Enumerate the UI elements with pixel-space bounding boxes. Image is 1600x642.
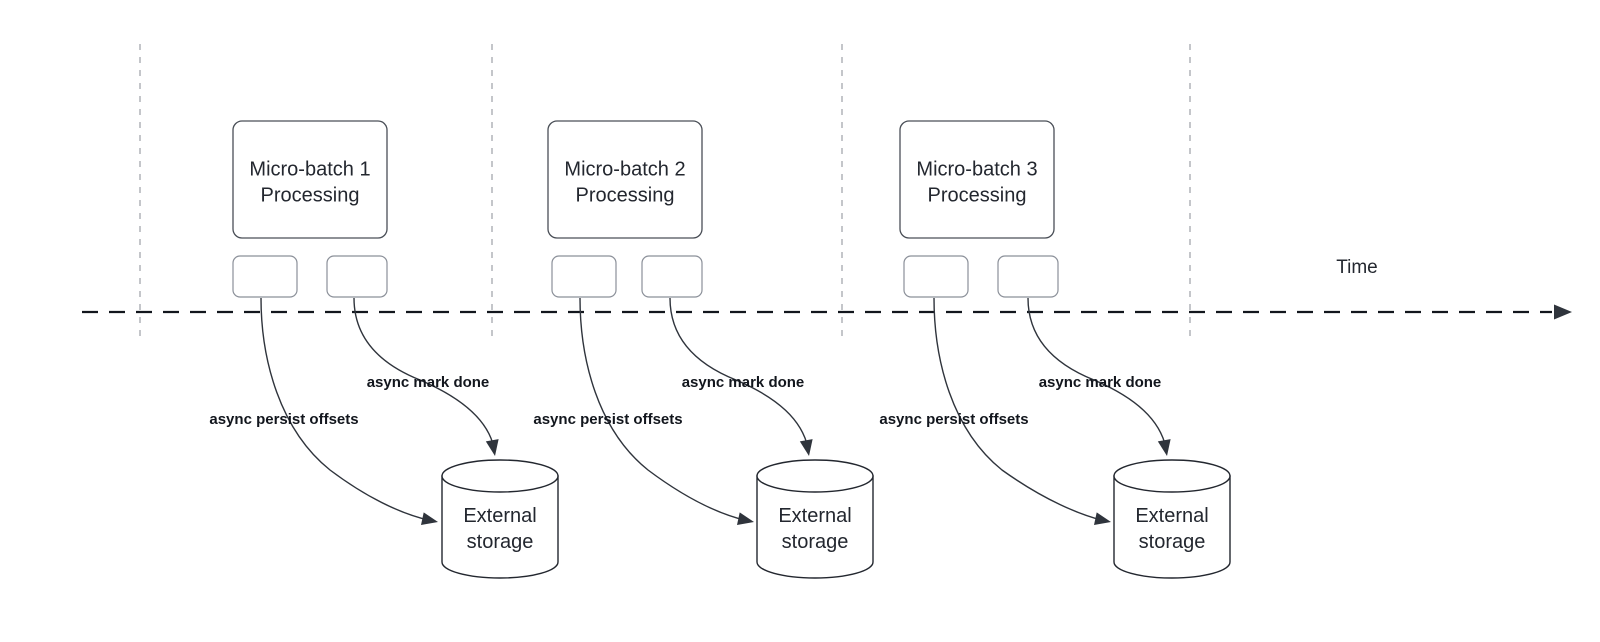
async-mark-done-label: async mark done bbox=[367, 374, 490, 391]
micro-batch-processing-box[interactable] bbox=[232, 120, 388, 239]
done-marker-box[interactable] bbox=[326, 255, 388, 298]
external-storage-label-line1: External bbox=[778, 505, 851, 527]
async-persist-offsets-label: async persist offsets bbox=[209, 411, 358, 428]
async-mark-done-edge bbox=[1027, 297, 1167, 449]
micro-batch-processing-box[interactable] bbox=[547, 120, 703, 239]
micro-batch-label-line2: Processing bbox=[928, 185, 1027, 207]
async-mark-done-arrowhead bbox=[1157, 439, 1171, 456]
timeline-layer bbox=[82, 304, 1572, 320]
nodes-layer bbox=[232, 120, 1231, 579]
offset-marker-box[interactable] bbox=[232, 255, 298, 298]
async-mark-done-label: async mark done bbox=[682, 374, 805, 391]
offset-marker-box[interactable] bbox=[903, 255, 969, 298]
async-persist-offsets-label: async persist offsets bbox=[533, 411, 682, 428]
async-mark-done-arrowhead bbox=[799, 439, 813, 456]
async-mark-done-edge bbox=[669, 297, 809, 449]
external-storage-label-line1: External bbox=[463, 505, 536, 527]
external-storage-label-line2: storage bbox=[782, 531, 849, 553]
external-storage-label-line2: storage bbox=[467, 531, 534, 553]
external-storage-cylinder[interactable] bbox=[441, 459, 559, 579]
micro-batch-label-line1: Micro-batch 2 bbox=[564, 159, 685, 181]
edges-layer bbox=[260, 297, 1171, 526]
time-axis-arrowhead bbox=[1554, 304, 1572, 320]
offset-marker-box[interactable] bbox=[551, 255, 617, 298]
micro-batch-processing-box[interactable] bbox=[899, 120, 1055, 239]
async-persist-offsets-arrowhead bbox=[1093, 512, 1111, 526]
external-storage-cylinder[interactable] bbox=[1113, 459, 1231, 579]
async-persist-offsets-edge bbox=[579, 297, 749, 522]
async-mark-done-label: async mark done bbox=[1039, 374, 1162, 391]
external-storage-label-line2: storage bbox=[1139, 531, 1206, 553]
done-marker-box[interactable] bbox=[997, 255, 1059, 298]
external-storage-cylinder[interactable] bbox=[756, 459, 874, 579]
async-persist-offsets-arrowhead bbox=[420, 512, 438, 526]
external-storage-label-line1: External bbox=[1135, 505, 1208, 527]
micro-batch-label-line2: Processing bbox=[576, 185, 675, 207]
async-persist-offsets-edge bbox=[260, 297, 433, 522]
micro-batch-label-line1: Micro-batch 1 bbox=[249, 159, 370, 181]
async-persist-offsets-edge bbox=[933, 297, 1106, 522]
async-mark-done-arrowhead bbox=[485, 439, 499, 456]
async-mark-done-edge bbox=[353, 297, 495, 449]
async-persist-offsets-label: async persist offsets bbox=[879, 411, 1028, 428]
done-marker-box[interactable] bbox=[641, 255, 703, 298]
micro-batch-label-line2: Processing bbox=[261, 185, 360, 207]
gridlines-layer bbox=[139, 44, 1191, 336]
async-persist-offsets-arrowhead bbox=[736, 512, 754, 526]
time-axis-label: Time bbox=[1336, 257, 1378, 278]
micro-batch-label-line1: Micro-batch 3 bbox=[916, 159, 1037, 181]
